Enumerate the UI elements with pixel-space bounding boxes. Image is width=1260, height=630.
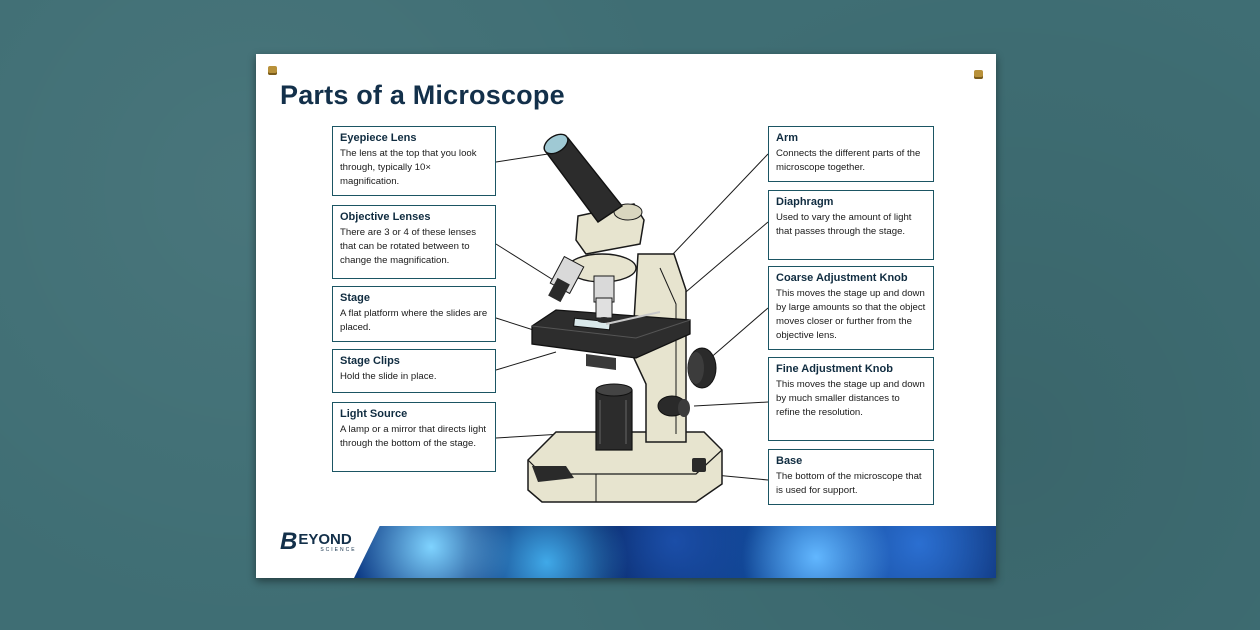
label-description: Hold the slide in place. xyxy=(340,371,437,382)
label-eyepiece-lens: Eyepiece Lens The lens at the top that y… xyxy=(332,126,496,196)
label-arm: Arm Connects the different parts of the … xyxy=(768,126,934,182)
label-heading: Diaphragm xyxy=(776,196,834,208)
nosepiece xyxy=(548,253,637,323)
label-description: This moves the stage up and down by larg… xyxy=(776,288,926,341)
label-heading: Base xyxy=(776,455,803,467)
label-base: Base The bottom of the microscope that i… xyxy=(768,449,934,505)
label-description: The bottom of the microscope that is use… xyxy=(776,471,922,496)
label-description: A flat platform where the slides are pla… xyxy=(340,308,488,333)
label-heading: Fine Adjustment Knob xyxy=(776,363,893,375)
label-fine-adjustment-knob: Fine Adjustment Knob This moves the stag… xyxy=(768,357,934,441)
microscope-stage xyxy=(531,309,691,370)
label-diaphragm: Diaphragm Used to vary the amount of lig… xyxy=(768,190,934,260)
label-heading: Stage Clips xyxy=(340,355,400,367)
fine-knob xyxy=(657,395,690,417)
logo-subtitle: SCIENCE xyxy=(320,547,357,553)
label-heading: Eyepiece Lens xyxy=(340,132,417,144)
label-description: A lamp or a mirror that directs light th… xyxy=(340,424,487,449)
microscope-poster: Parts of a Microscope xyxy=(256,54,996,578)
poster-title: Parts of a Microscope xyxy=(280,80,565,110)
label-description: Used to vary the amount of light that pa… xyxy=(776,212,912,237)
label-description: There are 3 or 4 of these lenses that ca… xyxy=(340,227,476,266)
label-description: Connects the different parts of the micr… xyxy=(776,148,921,173)
label-heading: Objective Lenses xyxy=(340,211,431,223)
label-heading: Stage xyxy=(340,292,370,304)
label-description: This moves the stage up and down by much… xyxy=(776,379,925,418)
label-stage-clips: Stage Clips Hold the slide in place. xyxy=(332,349,496,393)
label-stage: Stage A flat platform where the slides a… xyxy=(332,286,496,342)
label-objective-lenses: Objective Lenses There are 3 or 4 of the… xyxy=(332,205,496,279)
microscope-base xyxy=(527,431,723,503)
logo-wordmark: EYOND xyxy=(298,531,352,548)
coarse-knob xyxy=(687,347,717,389)
label-description: The lens at the top that you look throug… xyxy=(340,148,477,187)
microscope-head xyxy=(575,203,645,255)
label-heading: Arm xyxy=(776,132,799,144)
microscope-illustration xyxy=(495,133,769,503)
label-light-source: Light Source A lamp or a mirror that dir… xyxy=(332,402,496,472)
label-heading: Coarse Adjustment Knob xyxy=(776,272,908,284)
cell-image-banner xyxy=(354,526,996,578)
pin-top-left xyxy=(268,66,277,75)
label-heading: Light Source xyxy=(340,408,408,420)
beyond-science-logo: B EYOND SCIENCE xyxy=(280,530,357,554)
label-coarse-adjustment-knob: Coarse Adjustment Knob This moves the st… xyxy=(768,266,934,350)
pin-top-right xyxy=(974,70,983,79)
logo-initial: B xyxy=(280,528,298,555)
light-source xyxy=(595,383,633,451)
eyepiece-tube xyxy=(543,133,624,223)
